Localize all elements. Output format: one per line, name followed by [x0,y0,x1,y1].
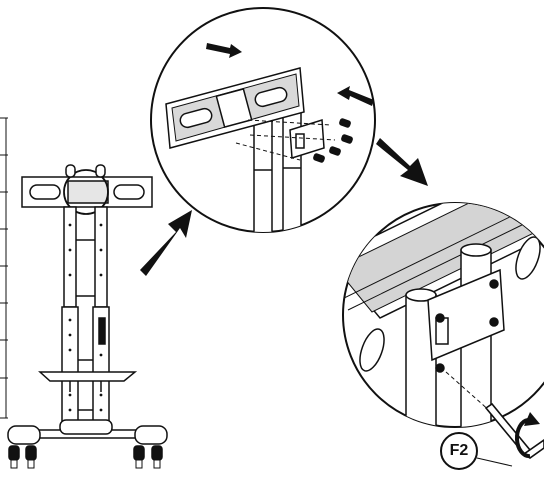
arrow-right-icon [206,43,242,58]
stand-shelf [38,371,138,382]
arrow-left-icon [337,86,374,106]
arrow-up-right-icon [140,210,192,276]
stand-casters [8,445,163,461]
hex-key-icon [484,402,544,459]
height-gauge [0,117,8,419]
step-badge [440,432,513,470]
stand-slot-right [113,184,145,200]
step-label: F2 [449,442,469,459]
stand-detail-circle [63,169,109,215]
stand-slot-left [29,184,61,200]
tv-stand [7,164,168,469]
pole-holes [68,223,103,412]
circle-detail-bottom [342,202,544,428]
circle-detail-top [150,7,376,233]
arrow-down-right-icon [376,138,428,186]
rotate-arrow-icon [514,412,540,459]
